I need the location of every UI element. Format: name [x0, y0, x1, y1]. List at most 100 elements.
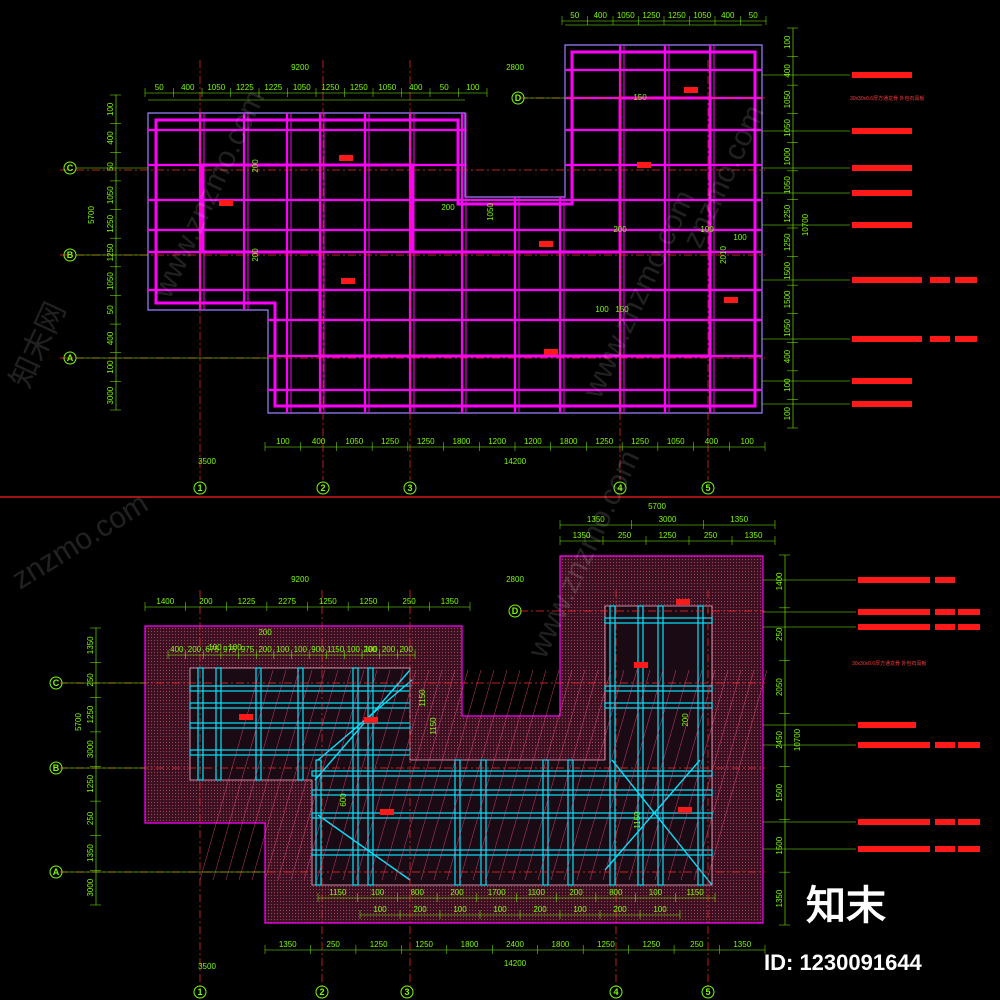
top-inner-label-6: 2010 — [719, 246, 728, 264]
bottom-hatch-line — [238, 669, 300, 881]
top-bottom-dim-11: 1050 — [667, 437, 685, 446]
bot-second-dim-6: 250 — [402, 597, 416, 606]
top-axis-col-2-circle — [316, 481, 330, 495]
bot-callout-bar — [858, 609, 930, 615]
bottom-plan-callouts — [763, 577, 980, 852]
top-inner-label-8: 150 — [633, 93, 647, 102]
top-upper-dim-4: 1250 — [668, 11, 686, 20]
bot-axis-col-2-circle — [315, 985, 329, 999]
top-callout-bar — [852, 401, 912, 407]
bot-axis-A-label: A — [53, 867, 60, 877]
bottom-red-tag — [634, 662, 648, 668]
bottom-hatch-line — [355, 669, 417, 881]
top-inner-label-9: 100 — [595, 305, 609, 314]
bot-third-dim-6: 100 — [276, 645, 290, 654]
top-bottom-dim-13: 100 — [740, 437, 754, 446]
bot-inner-dim-7: 800 — [609, 888, 623, 897]
bottom-hatch-line — [433, 669, 495, 881]
bot-top2-dim-0: 1350 — [573, 531, 591, 540]
top-callout-bar — [852, 336, 922, 342]
bottom-hatch-line — [212, 669, 274, 881]
bottom-hatch-line — [264, 669, 326, 881]
top-bottom-dim-2: 1050 — [345, 437, 363, 446]
bottom-red-tag — [678, 807, 692, 813]
top-axis-col-5-circle — [701, 481, 715, 495]
bot-top2-dim-1: 250 — [618, 531, 632, 540]
top-callout-bar — [852, 72, 912, 78]
top-callout-bar — [852, 190, 912, 196]
bot-third-dim-4: 975 — [241, 645, 255, 654]
top-upper-dim-7: 50 — [749, 11, 758, 20]
bot-right-dim-0: 1400 — [775, 572, 784, 590]
bot-bottom-dim-7: 1250 — [597, 940, 615, 949]
bot-second-dim-3: 2275 — [278, 597, 296, 606]
brand-logo: 知末 ID: 1230091644 — [764, 883, 923, 975]
bot-top2-dim-4: 1350 — [745, 531, 763, 540]
bottom-hatch-line — [277, 669, 339, 881]
bot-inner-dim-8: 100 — [649, 888, 663, 897]
bot-axis-C-label: C — [53, 678, 60, 688]
bot-callout-bar-2 — [935, 577, 955, 583]
bot-callout-bar — [858, 722, 916, 728]
bot-callout-bar-2 — [935, 846, 955, 852]
top-axis-col-2-label: 2 — [320, 483, 325, 493]
bottom-hatch-line — [420, 669, 482, 881]
bot-inner-label-6: 200 — [363, 645, 377, 654]
bottom-steel-horizontal — [311, 789, 713, 796]
top-axis-col-3-circle — [403, 481, 417, 495]
top-bottom-dim-8: 1800 — [560, 437, 578, 446]
bottom-hatch-line — [446, 669, 508, 881]
bottom-overall-2800: 2800 — [506, 575, 524, 584]
top-right-dim-3: 1050 — [783, 119, 792, 137]
bottom-hatch-line — [628, 669, 690, 881]
top-red-tag — [684, 87, 698, 93]
top-callout-bar-2 — [930, 336, 950, 342]
bot-axis-col-3-circle — [400, 985, 414, 999]
top-plan-right-dims: 1004001050105010001050125012501500150010… — [783, 27, 798, 429]
bottom-red-tag — [676, 599, 690, 605]
bot-third-dim-13: 200 — [399, 645, 413, 654]
top-red-tag — [724, 297, 738, 303]
bottom-hatch-line — [537, 669, 599, 881]
top-left-dim-4: 1250 — [106, 214, 115, 232]
top-upper-dim-6: 400 — [721, 11, 735, 20]
top-bottom-dim-9: 1250 — [595, 437, 613, 446]
bot-bottom-dim-2: 1250 — [370, 940, 388, 949]
top-bottom-dim-10: 1250 — [631, 437, 649, 446]
bottom-left-total: 5700 — [74, 713, 83, 731]
bot-callout-bar-2 — [935, 742, 955, 748]
bot-inner-dim-6: 200 — [569, 888, 583, 897]
bot-third-dim-12: 200 — [382, 645, 396, 654]
bot-callout-bar-2 — [935, 609, 955, 615]
bot-second-dim-4: 1250 — [319, 597, 337, 606]
top-bottom-dim-1: 400 — [312, 437, 326, 446]
top-right-dim-8: 1500 — [783, 261, 792, 279]
bot-bottom-dim-3: 1250 — [415, 940, 433, 949]
bot-left-dim-3: 3000 — [86, 740, 95, 758]
bottom-material-note: 30x30x0.6厚方通龙骨 外包石膏板 — [852, 660, 926, 667]
bottom-hatch-line — [550, 669, 612, 881]
bot-left-dim-2: 1250 — [86, 705, 95, 723]
bottom-steel-vertical — [480, 759, 487, 886]
top-overall-14200: 14200 — [504, 457, 527, 466]
top-upper-dim-3: 1250 — [642, 11, 660, 20]
top-bottom-dim-7: 1200 — [524, 437, 542, 446]
bottom-hatch-line — [459, 669, 521, 881]
top-outer-beam — [154, 50, 757, 408]
top-lower-dim-0: 50 — [155, 83, 164, 92]
bottom-steel-vertical — [197, 667, 204, 781]
bot-inner-label-5: 100 — [228, 643, 242, 652]
top-axis-col-5-label: 5 — [705, 483, 710, 493]
bot-callout-bar — [858, 577, 930, 583]
bottom-right-total: 10700 — [793, 728, 802, 751]
top-upper-dim-5: 1050 — [693, 11, 711, 20]
bottom-hatch-line — [485, 669, 547, 881]
top-red-tag — [341, 278, 355, 284]
top-lower-dim-9: 400 — [409, 83, 423, 92]
top-right-dim-11: 400 — [783, 349, 792, 363]
bot-left-dim-1: 250 — [86, 673, 95, 687]
top-red-tag — [339, 155, 353, 161]
